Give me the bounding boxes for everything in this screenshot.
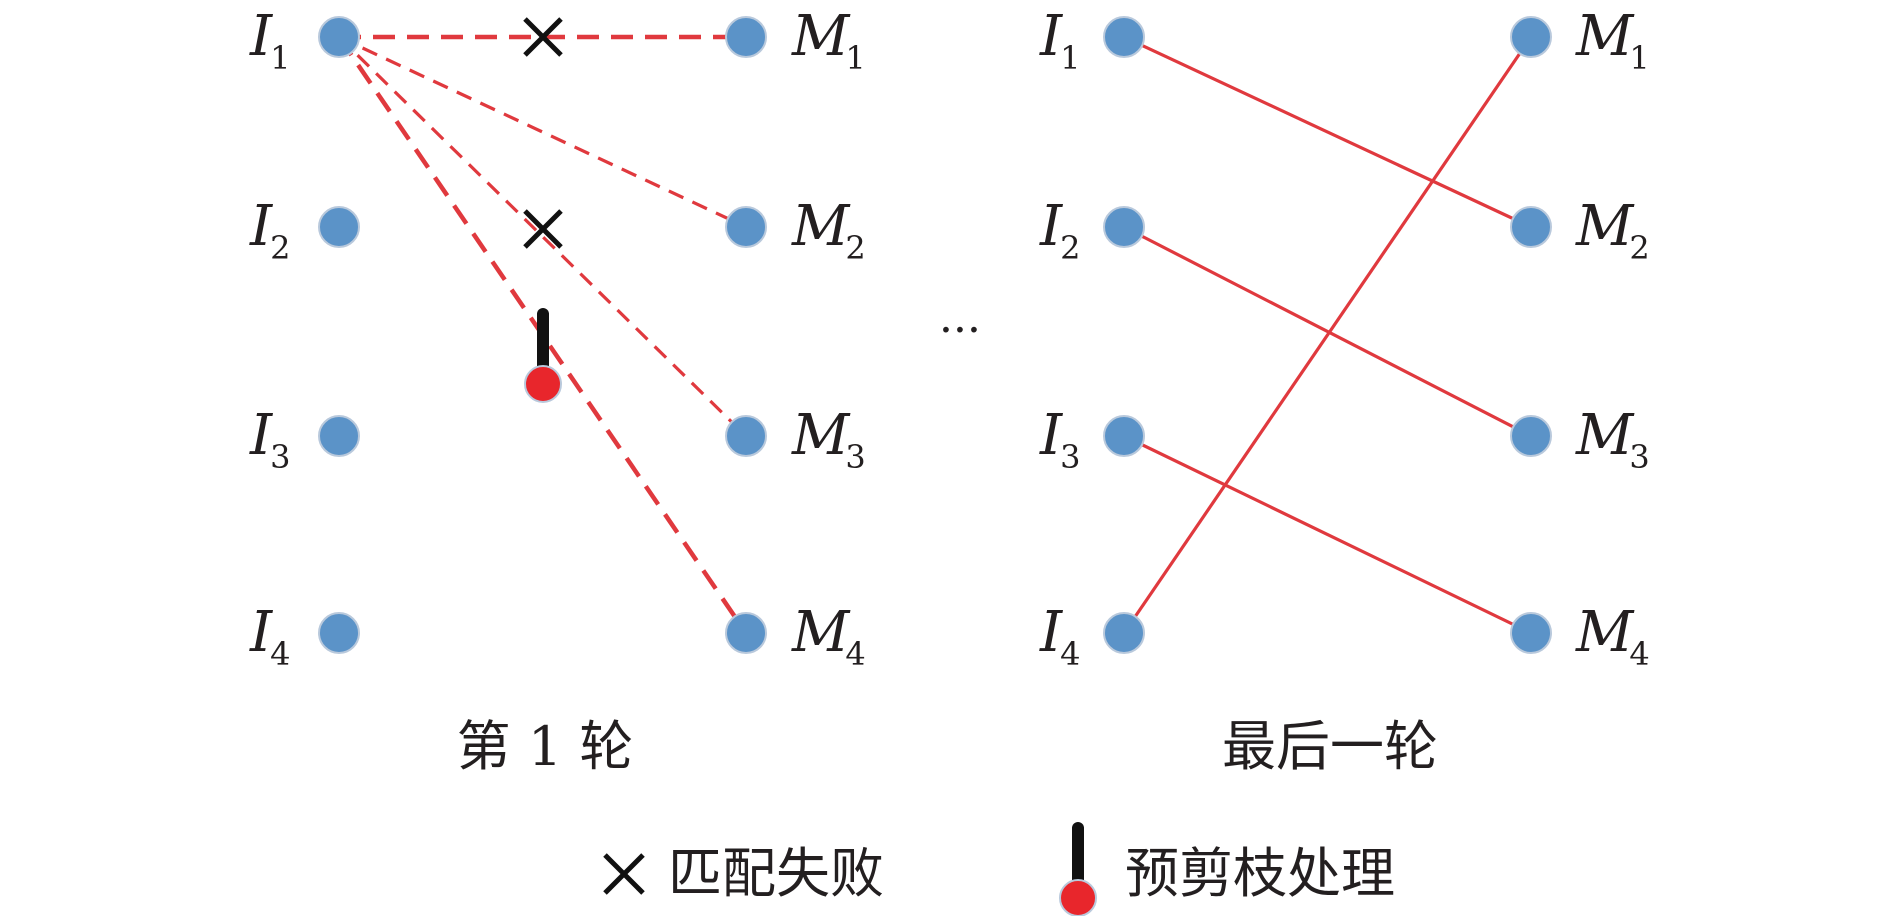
legend-cross-icon xyxy=(603,853,645,895)
panel-2-node-i4 xyxy=(1103,612,1145,654)
panel-2-node-i2 xyxy=(1103,206,1145,248)
panel-1-label-i1: I1 xyxy=(249,4,290,77)
panel-1-label-i3: I3 xyxy=(249,403,290,476)
panel-1-label-i2: I2 xyxy=(249,194,290,267)
panel-2-node-i1 xyxy=(1103,16,1145,58)
panel-2-label-i4: I4 xyxy=(1039,600,1080,673)
panel-2-node-m3 xyxy=(1510,415,1552,457)
panel-1-label-i4: I4 xyxy=(249,600,290,673)
panel-2-edge-i1-m2 xyxy=(1123,35,1532,229)
edges-layer xyxy=(337,34,1533,635)
panel-1-node-m2 xyxy=(725,206,767,248)
panel-2-edge-i3-m4 xyxy=(1123,434,1532,635)
panel-2-label-i3: I3 xyxy=(1039,403,1080,476)
ellipsis-separator: ··· xyxy=(939,305,981,356)
nodes-layer xyxy=(318,16,1552,654)
legend-prune-label: 预剪枝处理 xyxy=(1125,842,1395,905)
panel-1-node-m4 xyxy=(725,612,767,654)
panel-1-node-m3 xyxy=(725,415,767,457)
panel-1-label-m2: M2 xyxy=(791,194,866,267)
panel-2-label-m2: M2 xyxy=(1575,194,1650,267)
legend-match-failed-label: 匹配失败 xyxy=(668,842,884,905)
panel-1-node-i3 xyxy=(318,415,360,457)
panel-2-caption: 最后一轮 xyxy=(1222,715,1438,778)
panel-1-caption: 第 1 轮 xyxy=(457,715,634,778)
panel-1-edge-i1-m2 xyxy=(338,35,747,229)
panel-2-edge-i2-m3 xyxy=(1123,225,1532,438)
panel-1-label-m1: M1 xyxy=(791,4,866,77)
markers-layer xyxy=(523,17,563,403)
panel-2-label-m3: M3 xyxy=(1575,403,1650,476)
panel-2-edge-i4-m1 xyxy=(1122,36,1533,634)
panel-1-prune-marker-icon xyxy=(524,308,562,403)
panel-2-node-i3 xyxy=(1103,415,1145,457)
panel-1-edge-i1-m3 xyxy=(337,35,748,438)
panel-1-node-m1 xyxy=(725,16,767,58)
panel-1-cross-icon-m1 xyxy=(523,17,563,57)
panel-1-node-i1 xyxy=(318,16,360,58)
panel-2-node-m1 xyxy=(1510,16,1552,58)
legend: 匹配失败 预剪枝处理 xyxy=(603,822,1395,916)
panel-2-node-m2 xyxy=(1510,206,1552,248)
panel-1-label-m4: M4 xyxy=(791,600,866,673)
panel-1-label-m3: M3 xyxy=(791,403,866,476)
panel-2-label-i2: I2 xyxy=(1039,194,1080,267)
panel-1-node-i2 xyxy=(318,206,360,248)
panel-2-node-m4 xyxy=(1510,612,1552,654)
panel-2-label-i1: I1 xyxy=(1039,4,1080,77)
panel-2-label-m1: M1 xyxy=(1575,4,1650,77)
panel-2-label-m4: M4 xyxy=(1575,600,1650,673)
panel-1-cross-icon-m3 xyxy=(523,209,563,249)
panel-1-node-i4 xyxy=(318,612,360,654)
legend-prune-marker-icon xyxy=(1059,822,1097,916)
